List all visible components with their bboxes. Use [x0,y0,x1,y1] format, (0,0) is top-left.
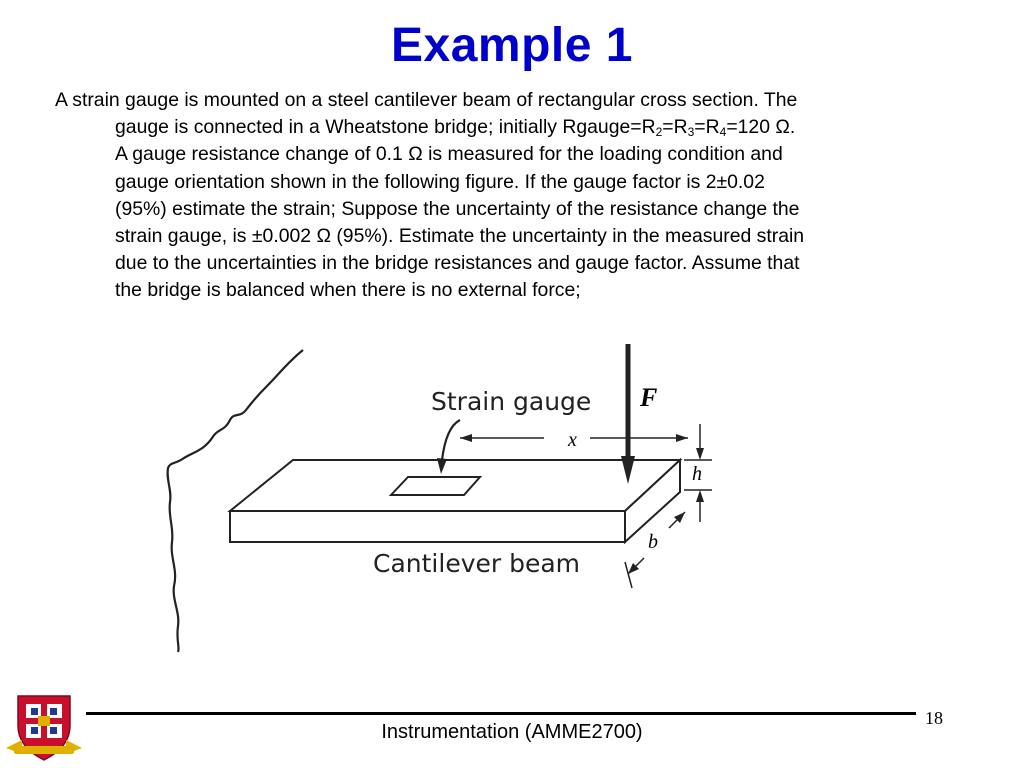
gauge-pointer-arrow [440,419,461,461]
paragraph-line-2-start: gauge is connected in a Wheatstone bridg… [115,116,656,139]
paragraph-line-7: due to the uncertainties in the bridge r… [115,252,800,275]
x-label: x [567,429,577,451]
paragraph-line-5: (95%) estimate the strain; Suppose the u… [115,197,800,220]
force-label: F [639,383,657,412]
paragraph-line-2-end: =120 Ω. [726,116,796,139]
slide-title: Example 1 [391,19,633,72]
paragraph-line-1: A strain gauge is mounted on a steel can… [55,89,798,111]
wall-outline [166,349,304,653]
beam-end-face [624,457,681,545]
h-arrowhead-top [696,448,704,460]
x-arrowhead-left [460,434,472,442]
problem-statement: A strain gauge is mounted on a steel can… [55,87,935,305]
paragraph-line-2: gauge is connected in a Wheatstone bridg… [55,114,935,141]
b-arrowhead-top [674,512,685,523]
subscript-3: 3 [687,125,695,140]
subscript-4: 4 [719,125,727,140]
footer-divider [86,712,916,715]
paragraph-line-4: gauge orientation shown in the following… [115,170,765,193]
page-number: 18 [925,708,943,728]
paragraph-line-8: the bridge is balanced when there is no … [115,279,581,302]
paragraph-line-6: strain gauge, is ±0.002 Ω (95%). Estimat… [115,225,805,248]
strain-gauge-label: Strain gauge [431,387,591,416]
strain-gauge-patch [388,476,483,496]
cantilever-beam-figure: Strain gauge Cantilever beam F x h b [166,344,712,653]
equals-r-4: =R [694,116,720,139]
b-arrowhead-bottom [628,563,639,574]
university-crest-logo [6,695,82,761]
x-arrowhead-right [676,434,688,442]
b-extension [624,561,633,589]
subscript-2: 2 [655,125,663,140]
h-label: h [692,463,702,485]
gauge-pointer-arrowhead [437,458,447,474]
footer-course-title: Instrumentation (AMME2700) [381,721,643,743]
equals-r-3: =R [662,116,688,139]
cantilever-beam-label: Cantilever beam [373,549,580,578]
paragraph-line-3: A gauge resistance change of 0.1 Ω is me… [115,143,783,166]
force-arrowhead [621,456,635,484]
beam-front-face [229,510,626,543]
h-arrowhead-bottom [696,490,704,502]
b-label: b [648,531,658,553]
